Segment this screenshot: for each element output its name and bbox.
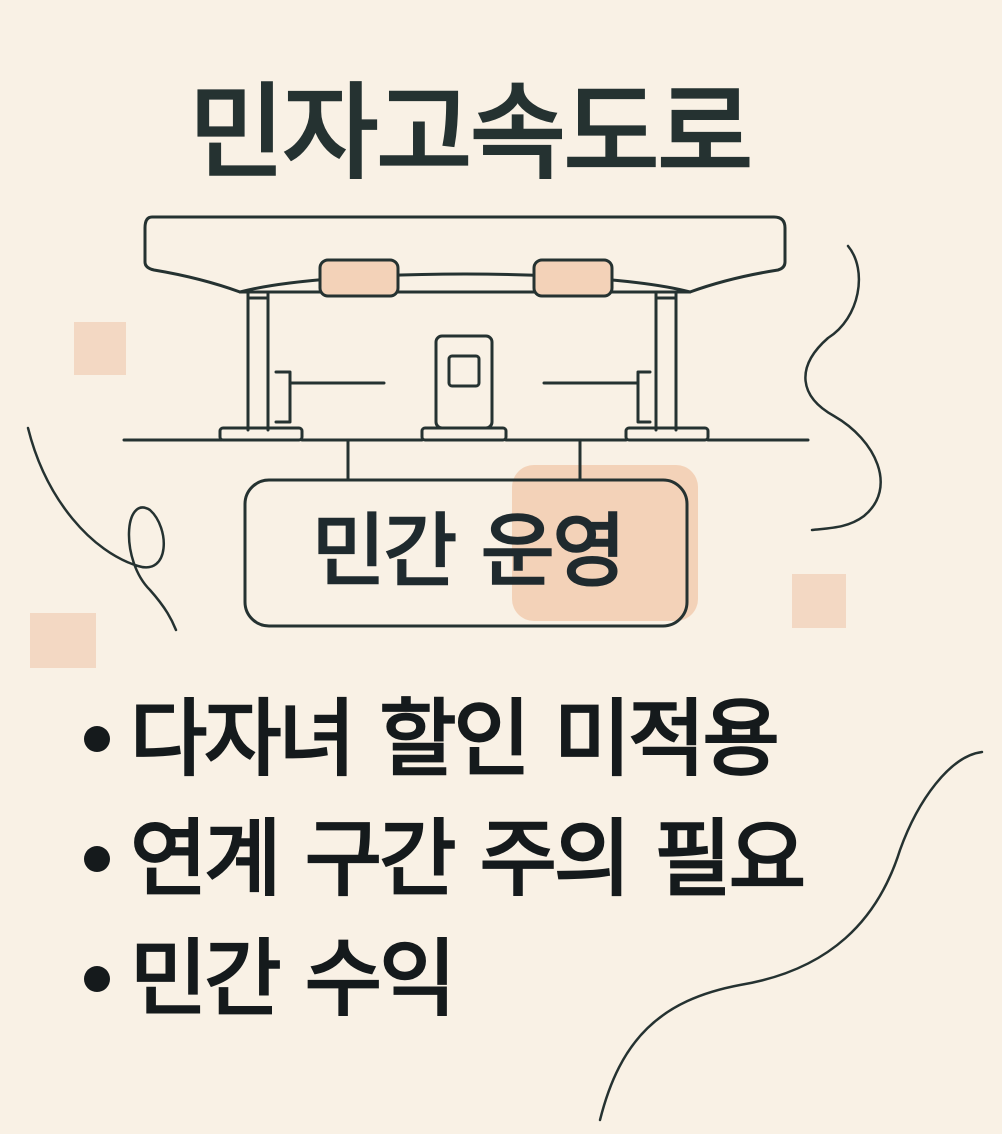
bullet-item: 연계 구간 주의 필요 (84, 802, 944, 916)
bullet-text: 다자녀 할인 미적용 (130, 690, 780, 788)
barrier-housing-left (274, 370, 292, 424)
decor-square-left (74, 322, 126, 375)
camera-sign-icon (318, 258, 400, 298)
bullet-item: 민간 수익 (84, 922, 944, 1036)
toll-pillar-right (654, 290, 678, 432)
bullet-dot (84, 846, 110, 872)
toll-pillar-left (246, 290, 270, 432)
bullet-list: 다자녀 할인 미적용 연계 구간 주의 필요 민간 수익 (84, 682, 944, 1042)
decor-square-right (792, 574, 846, 628)
tollbooth-base (420, 426, 508, 442)
decor-curve-left (26, 426, 178, 632)
page-title: 민자고속도로 (188, 72, 753, 194)
decor-curve-bottom (598, 750, 984, 1122)
bullet-item: 다자녀 할인 미적용 (84, 682, 944, 796)
decor-square-lower-left (30, 613, 96, 668)
tollbooth-window (447, 354, 481, 388)
pillar-base-right (624, 426, 710, 442)
toll-canopy (143, 215, 787, 294)
pillar-base-left (218, 426, 304, 442)
bullet-text: 민간 수익 (130, 930, 456, 1028)
barrier-housing-right (636, 370, 652, 424)
badge-accent-square (512, 465, 698, 621)
toll-canopy-wire (238, 272, 692, 294)
bullet-dot (84, 966, 110, 992)
decor-curve-right (804, 244, 882, 532)
badge-frame (243, 478, 689, 628)
camera-sign-icon-right (532, 258, 614, 298)
tollbooth-icon (434, 334, 494, 430)
badge-label: 민간 운영 (311, 505, 626, 598)
bullet-text: 연계 구간 주의 필요 (130, 810, 806, 908)
bullet-dot (84, 726, 110, 752)
